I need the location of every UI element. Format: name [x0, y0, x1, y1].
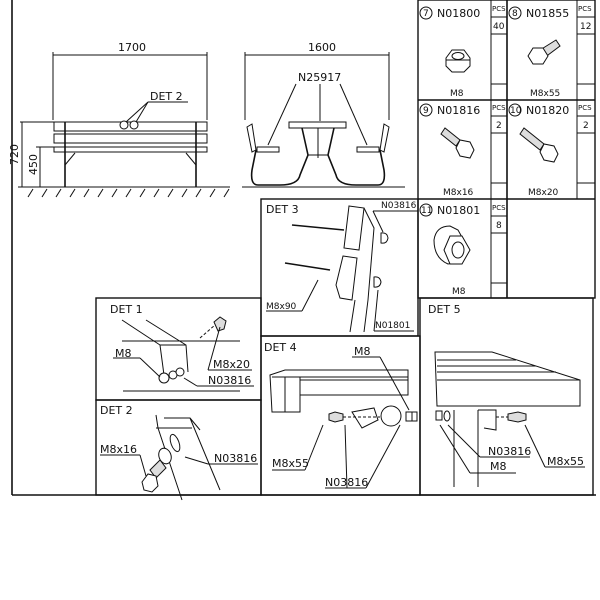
part-code: N01800 [437, 7, 480, 20]
detail-1: DET 1 M8 M8x20 N03816 [95, 297, 262, 401]
pcs-label: PCS [492, 5, 506, 13]
callout-m8x55: M8x55 [547, 455, 584, 468]
callout-n03816: N03816 [214, 452, 257, 465]
part-cell-10: 10 N01820 PCS 2 M8x20 [508, 103, 592, 198]
part-code: N01801 [437, 204, 480, 217]
carriage-bolt [284, 262, 331, 271]
part-quantity: 12 [580, 22, 591, 32]
hex-bolt-icon [519, 127, 559, 163]
item-number-circle [419, 203, 433, 217]
callout-m8x55: M8x55 [272, 457, 309, 470]
part-size: M8x16 [443, 188, 474, 198]
detail-3: DET 3 N03816 M8x90 N01801 [260, 198, 419, 337]
item-number-circle [508, 6, 522, 20]
detail-2: DET 2 M8x16 N03816 [95, 399, 262, 501]
pcs-label: PCS [578, 104, 592, 112]
callout-m8: M8 [115, 347, 132, 360]
item-number: 11 [421, 206, 432, 216]
part-quantity: 40 [493, 22, 505, 32]
callout-m8x16: M8x16 [100, 443, 137, 456]
detail-title: DET 1 [110, 303, 143, 316]
part-quantity: 8 [496, 221, 502, 231]
pcs-label: PCS [578, 5, 592, 13]
pcs-label: PCS [492, 104, 506, 112]
detail-title: DET 3 [266, 203, 299, 216]
callout-n03816: N03816 [208, 374, 251, 387]
callout-m8: M8 [490, 460, 507, 473]
callout-n03816: N03816 [381, 201, 417, 211]
part-size: M8 [452, 287, 466, 297]
carriage-bolt [291, 224, 345, 231]
parts-table: 7 N01800 PCS 40 M8 8 N01855 PCS 12 M8x55 [417, 0, 596, 299]
part-size: M8x55 [530, 89, 560, 99]
part-cell-9: 9 N01816 PCS 2 M8x16 [419, 103, 506, 198]
item-number-circle [419, 103, 433, 117]
dimension-1700: 1700 [118, 41, 146, 54]
callout-n03816: N03816 [325, 476, 368, 489]
part-code: N01816 [437, 104, 480, 117]
detail-4: DET 4 M8 M8x55 N03816 [260, 335, 421, 496]
item-number: 9 [423, 106, 429, 116]
dimension-450: 450 [27, 154, 40, 175]
hex-bolt-icon [440, 127, 475, 159]
detail-title: DET 5 [428, 303, 461, 316]
item-number-circle [419, 6, 433, 20]
part-cell-8: 8 N01855 PCS 12 M8x55 [508, 5, 592, 99]
dimension-720: 720 [8, 144, 21, 165]
part-cell-11: 11 N01801 PCS 8 M8 [419, 203, 506, 297]
item-number: 8 [512, 9, 518, 19]
dimension-1600: 1600 [308, 41, 336, 54]
part-quantity: 2 [496, 121, 502, 131]
callout-m8: M8 [354, 345, 371, 358]
detail-title: DET 2 [100, 404, 133, 417]
callout-n03816: N03816 [488, 445, 531, 458]
pcs-label: PCS [492, 204, 506, 212]
detail-title: DET 4 [264, 341, 297, 354]
part-code: N01820 [526, 104, 569, 117]
callout-n01801: N01801 [375, 321, 410, 331]
hex-nut-icon [445, 49, 471, 73]
callout-m8x90: M8x90 [266, 302, 297, 312]
part-cell-7: 7 N01800 PCS 40 M8 [419, 5, 506, 99]
part-size: M8 [450, 89, 464, 99]
callout-m8x20: M8x20 [213, 358, 250, 371]
item-number: 10 [510, 106, 522, 116]
detail-5: DET 5 N03816 M8 M8x55 [419, 297, 594, 496]
part-quantity: 2 [583, 121, 589, 131]
part-code: N01855 [526, 7, 569, 20]
item-number: 7 [423, 9, 429, 19]
hex-bolt-icon [527, 39, 561, 65]
part-size: M8x20 [528, 188, 559, 198]
bench-side-view: 1700 DET 2 720 450 [8, 41, 230, 198]
item-number-circle [508, 103, 522, 117]
cap-nut-icon [433, 225, 471, 265]
table-front-view: 1600 N25917 [242, 41, 405, 188]
det2-callout: DET 2 [150, 90, 183, 103]
part-callout-n25917: N25917 [298, 71, 341, 84]
